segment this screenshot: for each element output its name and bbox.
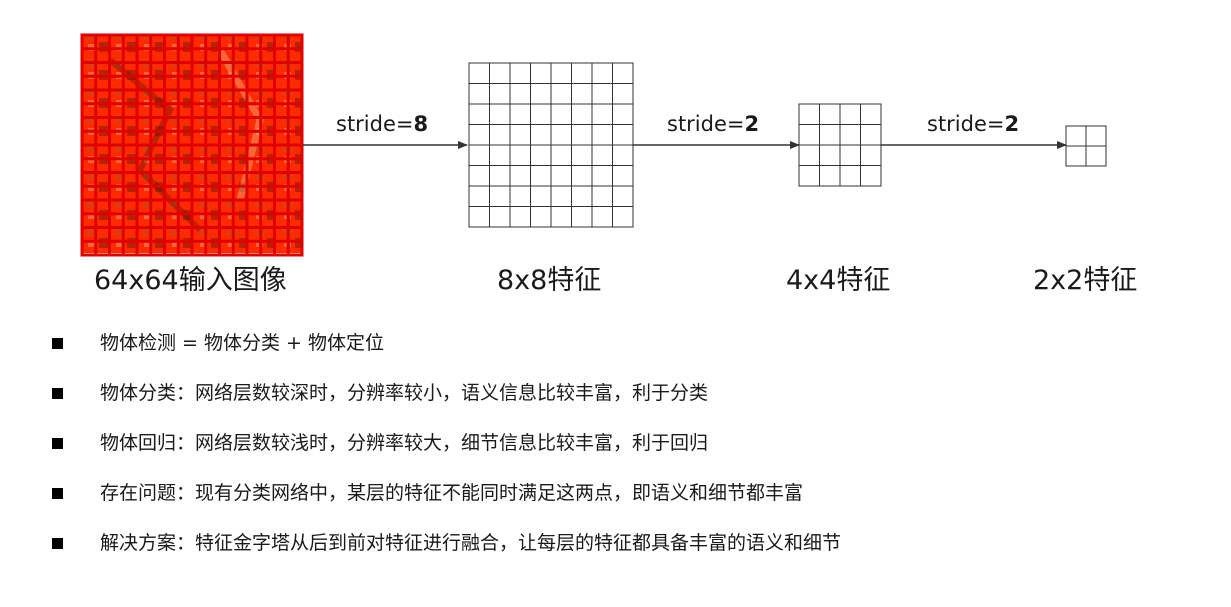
caption-input-image: 64x64输入图像 <box>94 265 287 296</box>
stride-prefix: stride= <box>336 112 414 136</box>
stride-value: 8 <box>413 112 429 136</box>
stride-value: 2 <box>1004 112 1020 136</box>
bullet-text: 存在问题：现有分类网络中，某层的特征不能同时满足这两点，即语义和细节都丰富 <box>100 482 804 504</box>
stride-value: 2 <box>744 112 760 136</box>
stride-label-2: stride=2 <box>667 112 759 136</box>
bullet-text: 解决方案：特征金字塔从后到前对特征进行融合，让每层的特征都具备丰富的语义和细节 <box>100 532 842 554</box>
caption-8x8: 8x8特征 <box>497 265 602 296</box>
stride-prefix: stride= <box>927 112 1005 136</box>
square-bullet-icon <box>52 538 63 549</box>
stride-label-3: stride=2 <box>927 112 1019 136</box>
bullet-text: 物体回归：网络层数较浅时，分辨率较大，细节信息比较丰富，利于回归 <box>100 432 709 454</box>
pyramid-diagram <box>80 33 1107 257</box>
feature-grid-4x4 <box>798 103 882 187</box>
bullet-text: 物体检测 = 物体分类 + 物体定位 <box>100 332 384 354</box>
bullet-text: 物体分类：网络层数较深时，分辨率较小，语义信息比较丰富，利于分类 <box>100 382 709 404</box>
square-bullet-icon <box>52 388 63 399</box>
square-bullet-icon <box>52 438 63 449</box>
input-image <box>80 33 304 257</box>
square-bullet-icon <box>52 338 63 349</box>
feature-grid-8x8 <box>468 62 634 228</box>
square-bullet-icon <box>52 488 63 499</box>
feature-grid-2x2 <box>1065 125 1107 167</box>
stride-prefix: stride= <box>667 112 745 136</box>
input-image-grid <box>80 33 304 257</box>
stride-label-1: stride=8 <box>336 112 428 136</box>
caption-4x4: 4x4特征 <box>786 265 891 296</box>
caption-2x2: 2x2特征 <box>1033 265 1138 296</box>
